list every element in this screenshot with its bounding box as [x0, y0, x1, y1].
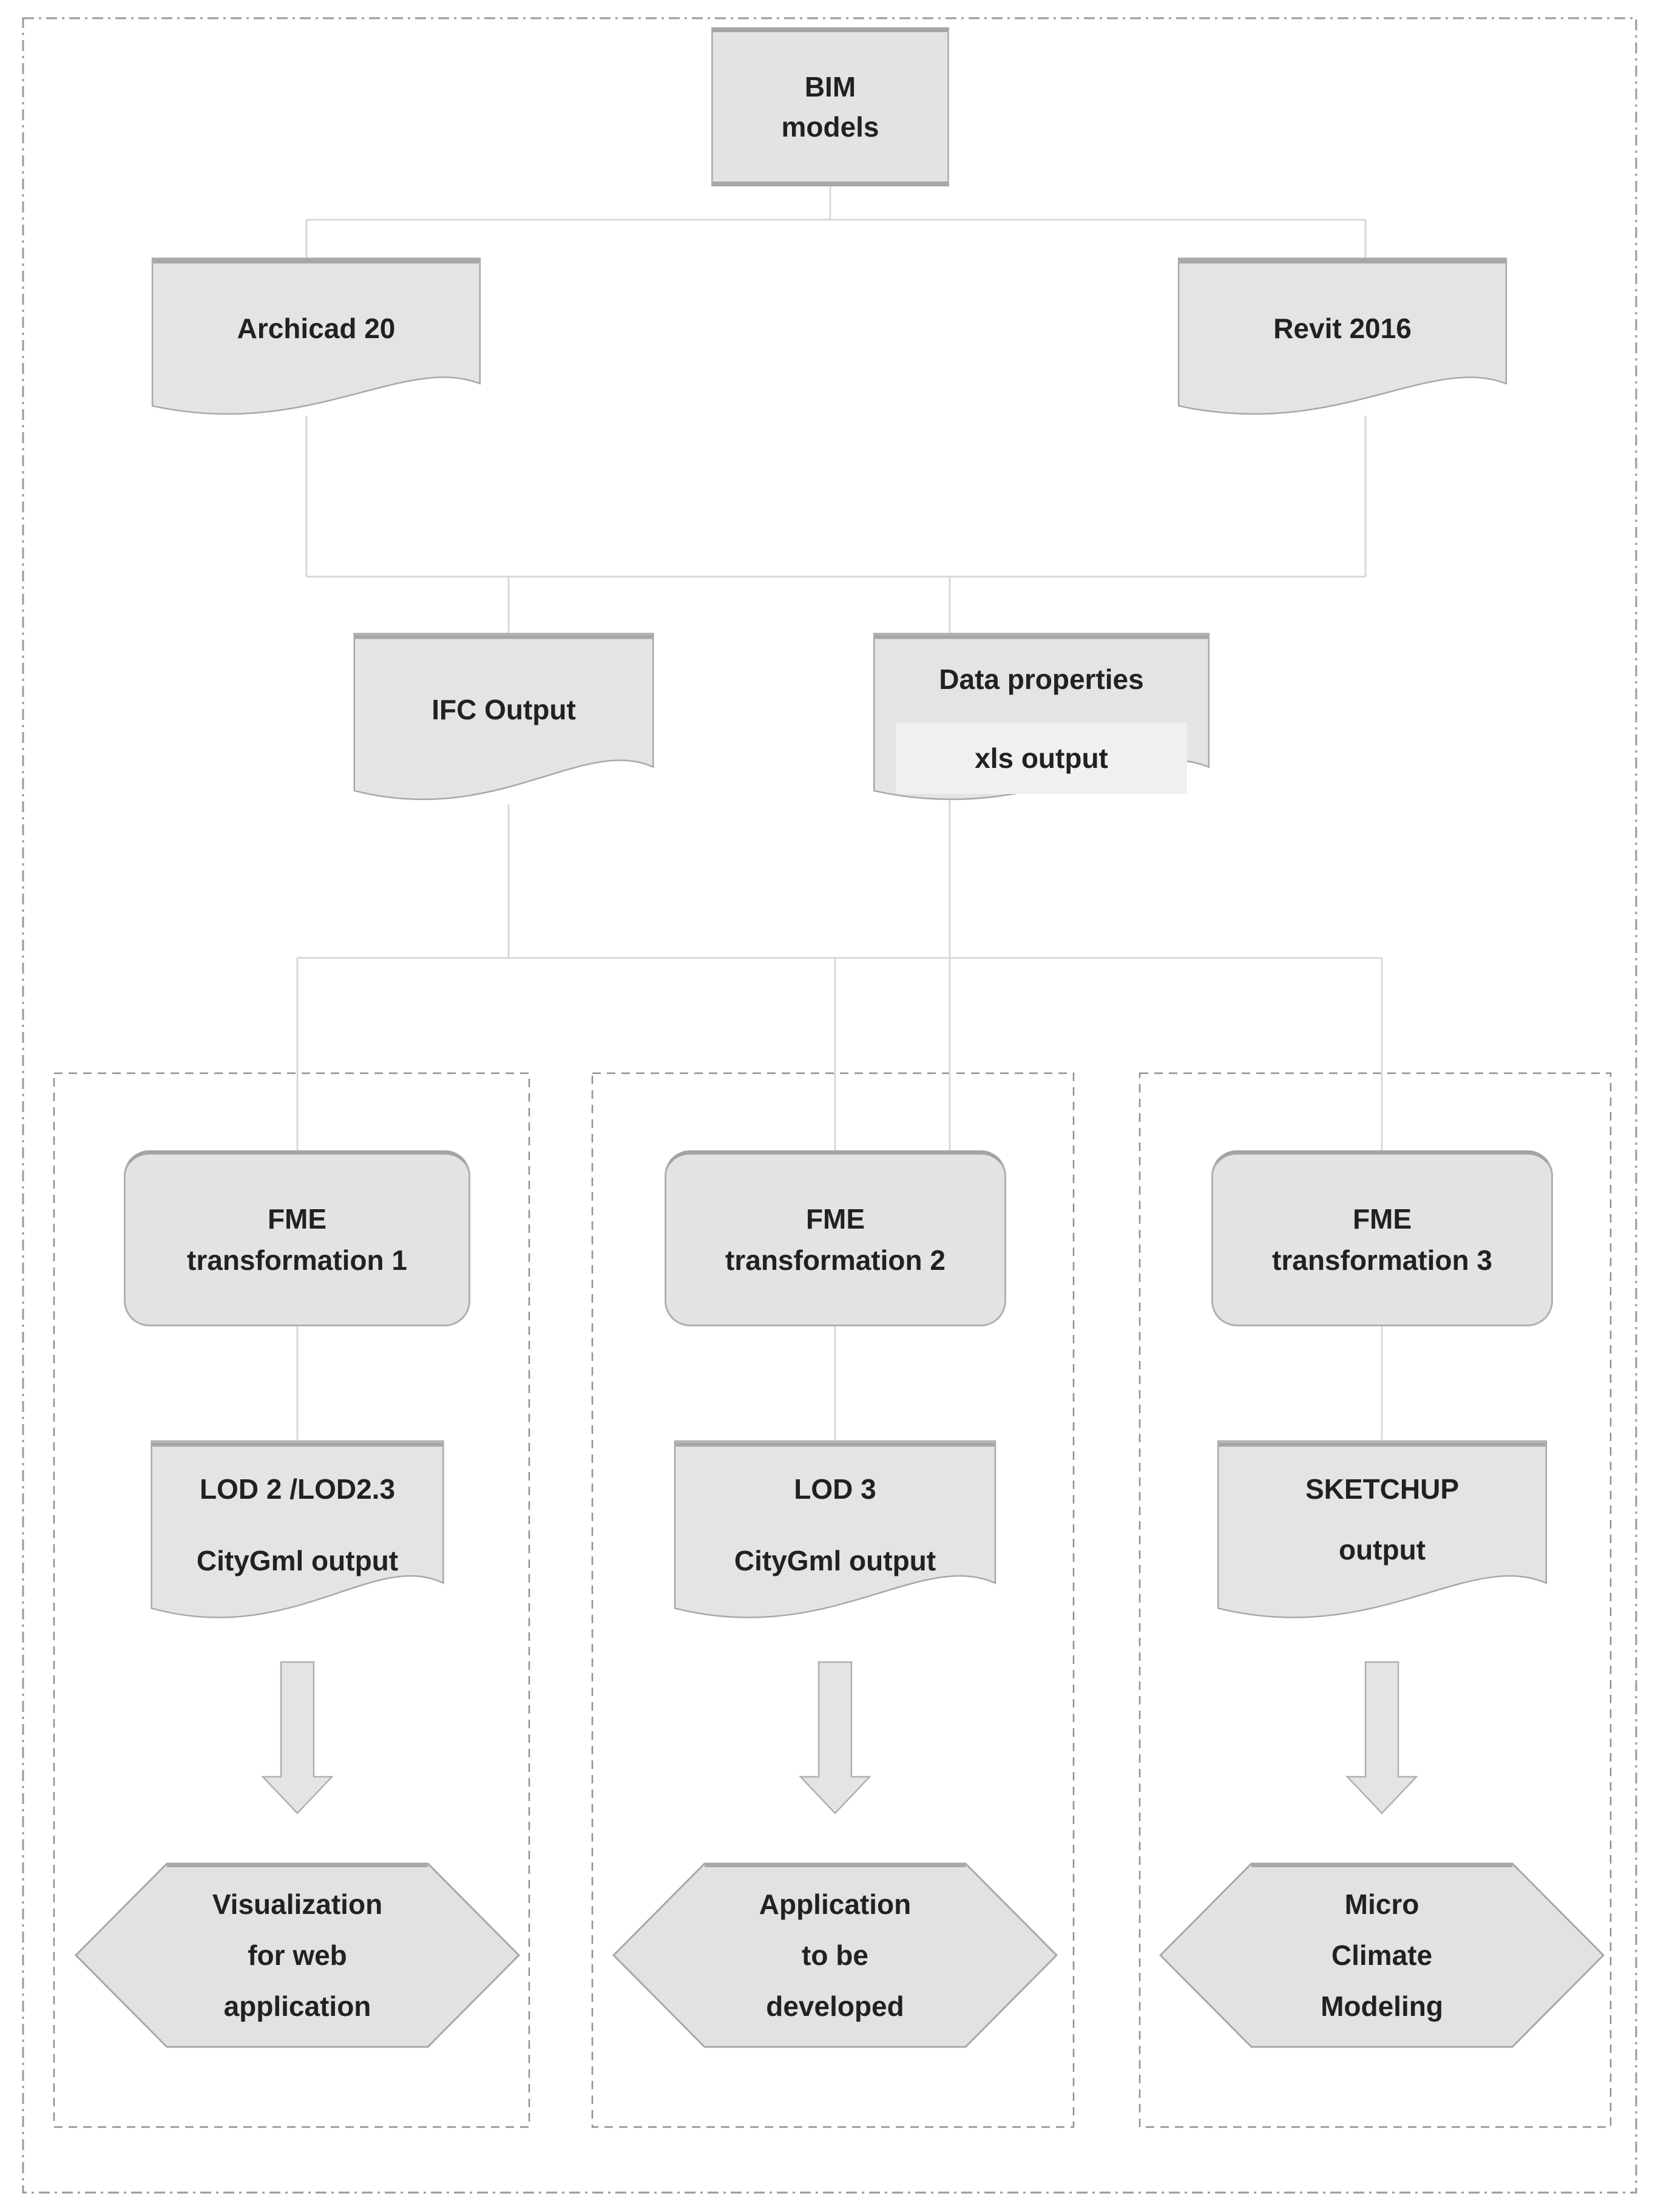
- node-label: xls output: [975, 742, 1108, 774]
- node-lod3-citygml-output: LOD 3 CityGml output: [672, 1439, 998, 1640]
- dashed-container-1: [53, 1072, 530, 2128]
- hexagon-shape: [612, 1862, 1058, 2048]
- down-arrow-icon: [799, 1661, 871, 1814]
- dashed-container-2: [591, 1072, 1075, 2128]
- node-label: FME: [1352, 1203, 1412, 1235]
- document-shape: [1216, 1439, 1549, 1640]
- node-label: LOD 3: [794, 1473, 876, 1505]
- outer-dashdot-border: [22, 17, 1637, 2194]
- xls-output-box: xls output: [896, 722, 1187, 794]
- node-data-properties: Data properties xls output: [871, 631, 1211, 821]
- node-visualization-web-application: Visualization for web application: [74, 1860, 521, 2051]
- hexagon-shape: [1159, 1862, 1605, 2048]
- node-label: output: [1338, 1534, 1426, 1566]
- node-label: BIM: [804, 71, 856, 103]
- node-archicad: Archicad 20: [150, 256, 482, 434]
- node-label: models: [781, 111, 879, 143]
- node-label: Micro: [1344, 1888, 1419, 1920]
- node-label: FME: [805, 1203, 865, 1235]
- document-shape: [1176, 256, 1509, 434]
- node-revit: Revit 2016: [1176, 256, 1509, 434]
- node-ifc-output: IFC Output: [352, 631, 655, 821]
- document-shape: [672, 1439, 998, 1640]
- node-label: Data properties: [939, 663, 1144, 695]
- dashed-container-3: [1139, 1072, 1612, 2128]
- document-shape: [149, 1439, 445, 1640]
- down-arrow-1: [261, 1661, 334, 1814]
- node-lod2-citygml-output: LOD 2 /LOD2.3 CityGml output: [149, 1439, 445, 1640]
- node-label: developed: [766, 1990, 904, 2022]
- node-label: application: [223, 1990, 371, 2022]
- down-arrow-2: [799, 1661, 871, 1814]
- node-label: Visualization: [212, 1888, 383, 1920]
- node-micro-climate-modeling: Micro Climate Modeling: [1159, 1860, 1605, 2051]
- node-label: CityGml output: [734, 1545, 936, 1576]
- connector-lines: [296, 186, 1383, 1440]
- node-label: to be: [802, 1939, 868, 1971]
- document-shape: [150, 256, 482, 434]
- node-label: FME: [267, 1203, 327, 1235]
- document-shape: [352, 631, 655, 821]
- node-label: transformation 1: [187, 1244, 407, 1276]
- node-label: transformation 2: [725, 1244, 946, 1276]
- node-label: Application: [759, 1888, 912, 1920]
- node-label: Archicad 20: [237, 313, 396, 344]
- node-label: for web: [248, 1939, 347, 1971]
- node-bim-models: BIM models: [711, 27, 949, 186]
- node-fme-transformation-3: FME transformation 3: [1211, 1150, 1553, 1326]
- hexagon-shape: [74, 1862, 521, 2048]
- down-arrow-3: [1345, 1661, 1418, 1814]
- node-sketchup-output: SKETCHUP output: [1216, 1439, 1549, 1640]
- node-label: IFC Output: [431, 693, 576, 725]
- node-label: Climate: [1331, 1939, 1433, 1971]
- node-label: Revit 2016: [1273, 313, 1412, 344]
- node-label: SKETCHUP: [1305, 1473, 1460, 1505]
- down-arrow-icon: [1345, 1661, 1418, 1814]
- node-application-to-be-developed: Application to be developed: [612, 1860, 1058, 2051]
- node-label: LOD 2 /LOD2.3: [199, 1473, 396, 1505]
- node-fme-transformation-1: FME transformation 1: [124, 1150, 470, 1326]
- node-label: transformation 3: [1272, 1244, 1492, 1276]
- down-arrow-icon: [261, 1661, 334, 1814]
- node-fme-transformation-2: FME transformation 2: [665, 1150, 1006, 1326]
- node-label: Modeling: [1321, 1990, 1443, 2022]
- node-label: CityGml output: [196, 1545, 399, 1576]
